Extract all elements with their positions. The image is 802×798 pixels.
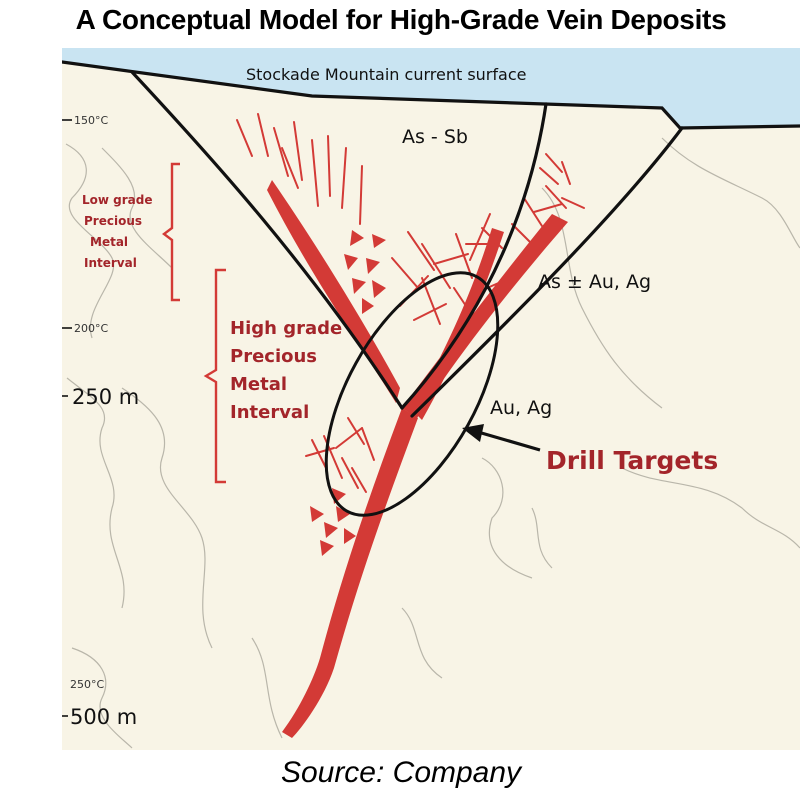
zone-as-au-ag-label: As ± Au, Ag bbox=[538, 271, 651, 293]
sky-area bbox=[62, 48, 800, 128]
high-grade-line-4: Interval bbox=[230, 402, 309, 423]
cross-section-svg: Stockade Mountain current surface As - S… bbox=[62, 48, 800, 750]
depth-250-label: 250 m bbox=[72, 385, 139, 409]
low-grade-line-3: Metal bbox=[90, 235, 128, 249]
fault-lines bbox=[62, 60, 800, 418]
temperature-250-label: 250°C bbox=[70, 678, 104, 691]
zone-as-sb-label: As - Sb bbox=[402, 126, 468, 148]
stockwork-veinlets bbox=[236, 113, 585, 493]
low-grade-line-4: Interval bbox=[84, 256, 137, 270]
vein-deposit-diagram: Stockade Mountain current surface As - S… bbox=[62, 48, 800, 750]
temperature-150-label: 150°C bbox=[74, 114, 108, 127]
zone-au-ag-label: Au, Ag bbox=[490, 397, 552, 419]
vein-right-branch bbox=[402, 214, 568, 418]
drill-target-arrow bbox=[462, 424, 541, 452]
ground-surface-line bbox=[62, 60, 800, 130]
low-grade-line-2: Precious bbox=[84, 214, 142, 228]
left-fault bbox=[130, 70, 404, 410]
depth-ticks bbox=[62, 119, 72, 717]
breccia-fragments bbox=[310, 230, 386, 556]
source-caption: Source: Company bbox=[280, 756, 522, 789]
high-grade-bracket bbox=[203, 268, 226, 484]
high-grade-line-3: Metal bbox=[230, 374, 287, 395]
low-grade-line-1: Low grade bbox=[82, 193, 153, 207]
drill-targets-label: Drill Targets bbox=[546, 446, 718, 475]
temperature-200-label: 200°C bbox=[74, 322, 108, 335]
depth-500-label: 500 m bbox=[70, 705, 137, 729]
middle-fault bbox=[400, 102, 548, 410]
drill-target-ellipse bbox=[324, 271, 500, 517]
vein-main-trunk bbox=[282, 408, 418, 738]
high-grade-line-1: High grade bbox=[230, 318, 342, 339]
low-grade-bracket bbox=[162, 162, 180, 302]
surface-label: Stockade Mountain current surface bbox=[246, 65, 526, 84]
figure-title: A Conceptual Model for High-Grade Vein D… bbox=[75, 4, 727, 35]
interval-brackets bbox=[162, 162, 226, 484]
high-grade-line-2: Precious bbox=[230, 346, 317, 367]
right-fault bbox=[410, 126, 684, 418]
